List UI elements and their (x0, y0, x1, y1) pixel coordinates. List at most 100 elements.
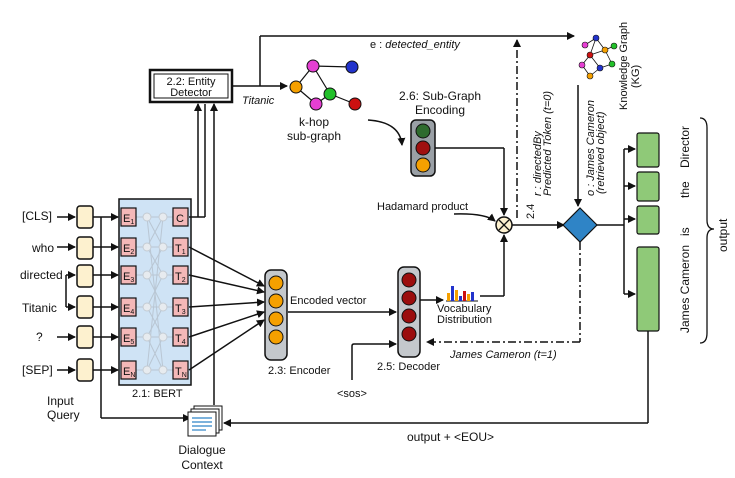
hadamard-product: Hadamard product (377, 201, 513, 234)
encoder-label: 2.3: Encoder (268, 365, 331, 377)
output-words: the Director is James Cameron (678, 126, 692, 333)
bert-input-tokens: E1 E2 E3 E4 E5 EN (120, 207, 137, 380)
bert-internal-connections (135, 216, 175, 371)
bert-block: E1 E2 E3 E4 E5 EN C T1 T2 T3 T4 TN 2.1: … (118, 198, 192, 400)
object-label-1: o : James Cameron (585, 100, 597, 196)
svg-text:T1: T1 (175, 243, 186, 256)
input-query-label-1: Input (47, 394, 74, 408)
relation-label-1: r : directedBy (532, 130, 544, 196)
kg-lookup-diamond (562, 207, 598, 243)
subgraph-node (306, 59, 320, 73)
bert-token-e3: E3 (120, 265, 137, 285)
sos-label: <sos> (337, 388, 367, 400)
vocab-label-1: Vocabulary (437, 303, 492, 315)
input-query-label: Input Query (47, 394, 80, 422)
input-token-label: directed (20, 268, 63, 282)
input-token-label: Titanic (22, 301, 57, 315)
input-token-label: [CLS] (22, 209, 52, 223)
svg-text:T4: T4 (175, 333, 186, 346)
subgraph-node (289, 80, 303, 94)
james-t1-label: James Cameron (t=1) (449, 349, 557, 361)
entity-detector: 2.2: Entity Detector (148, 68, 234, 104)
bert-hidden-nodes (142, 212, 168, 375)
input-token-label: who (31, 241, 54, 255)
decoder: 2.5: Decoder (377, 266, 440, 373)
vocab-label-2: Distribution (437, 314, 492, 326)
decoder-label: 2.5: Decoder (377, 361, 440, 373)
input-embedding (76, 236, 94, 260)
output-label: output (716, 218, 730, 252)
subgraph-node (345, 60, 359, 74)
khop-subgraph: k-hop sub-graph (287, 59, 362, 143)
kg-label-1: Knowledge Graph (618, 22, 630, 110)
output-box (636, 132, 660, 168)
object-label-2: (retrieved object) (595, 111, 607, 194)
svg-text:TN: TN (175, 366, 187, 379)
output-word-the: the (678, 181, 692, 198)
bert-token-t4: T4 (172, 327, 189, 347)
bert-token-e5: E5 (120, 327, 137, 347)
relation-label-2: Predicted Token (t=0) (542, 91, 554, 196)
knowledge-graph (578, 34, 618, 80)
sos-to-decoder-arrow (351, 340, 397, 380)
bert-label: 2.1: BERT (132, 388, 183, 400)
input-token-boxes (57, 213, 76, 374)
input-embedding (76, 358, 94, 382)
output-brace (699, 117, 715, 344)
output-box (636, 171, 660, 202)
input-embedding (76, 205, 94, 229)
subgraph-encoding: 2.6: Sub-Graph Encoding (399, 89, 481, 177)
label-2-4: 2.4 (525, 204, 537, 219)
detector-to-subgraph-arrow (232, 32, 575, 90)
bert-token-e2: E2 (120, 237, 137, 257)
relation-label: r : directedBy Predicted Token (t=0) (532, 91, 554, 196)
output-word-director: Director (678, 126, 692, 168)
dialogue-context-label-1: Dialogue (178, 443, 226, 457)
object-label: o : James Cameron (retrieved object) (585, 100, 607, 196)
bert-token-e4: E4 (120, 297, 137, 317)
input-query-label-2: Query (47, 408, 80, 422)
svg-text:T2: T2 (175, 271, 186, 284)
entity-detector-label-2: Detector (170, 87, 212, 99)
bert-token-t2: T2 (172, 265, 189, 285)
kg-label: Knowledge Graph (KG) (618, 22, 642, 110)
svg-text:E3: E3 (123, 271, 134, 284)
svg-text:E4: E4 (123, 303, 134, 316)
hadamard-label: Hadamard product (377, 201, 468, 213)
encoded-vector-label: Encoded vector (290, 295, 367, 307)
dialogue-context: Dialogue Context (178, 405, 226, 472)
vocab-to-hadamard-arrow (480, 234, 508, 297)
khop-label-1: k-hop (299, 115, 329, 129)
svg-text:E2: E2 (123, 243, 134, 256)
bert-token-e1: E1 (120, 207, 137, 227)
output-boxes (636, 132, 660, 332)
input-embedding (76, 264, 94, 288)
input-to-bert-arrows (65, 213, 191, 422)
output-box (636, 246, 660, 332)
entity-detector-label-1: 2.2: Entity (167, 76, 216, 88)
bert-to-detector-arrows (189, 103, 206, 218)
svg-text:C: C (176, 213, 184, 225)
input-token-label: ? (36, 330, 43, 344)
output-box (636, 205, 660, 235)
svg-text:E5: E5 (123, 333, 134, 346)
diamond-to-output-arrows (597, 145, 636, 298)
kg-label-2: (KG) (630, 65, 642, 88)
bert-token-en: EN (120, 360, 137, 380)
diamond-to-decoder-dashed (426, 242, 581, 346)
bert-token-tn: TN (172, 360, 189, 380)
input-embedding-boxes (76, 205, 94, 382)
edge-e-label: e : detected_entity (370, 39, 461, 51)
subgraph-encoding-label-2: Encoding (415, 103, 465, 117)
input-token-labels: [CLS] who directed Titanic ? [SEP] (20, 209, 63, 377)
bert-token-t3: T3 (172, 297, 189, 317)
titanic-label: Titanic (242, 95, 275, 107)
svg-text:E1: E1 (123, 213, 134, 226)
svg-text:EN: EN (123, 366, 135, 379)
output-word-james: James Cameron (678, 245, 692, 333)
bert-token-t1: T1 (172, 237, 189, 257)
khop-label-2: sub-graph (287, 129, 341, 143)
bert-to-encoder-arrows (188, 246, 265, 371)
subgraph-node (323, 87, 337, 101)
